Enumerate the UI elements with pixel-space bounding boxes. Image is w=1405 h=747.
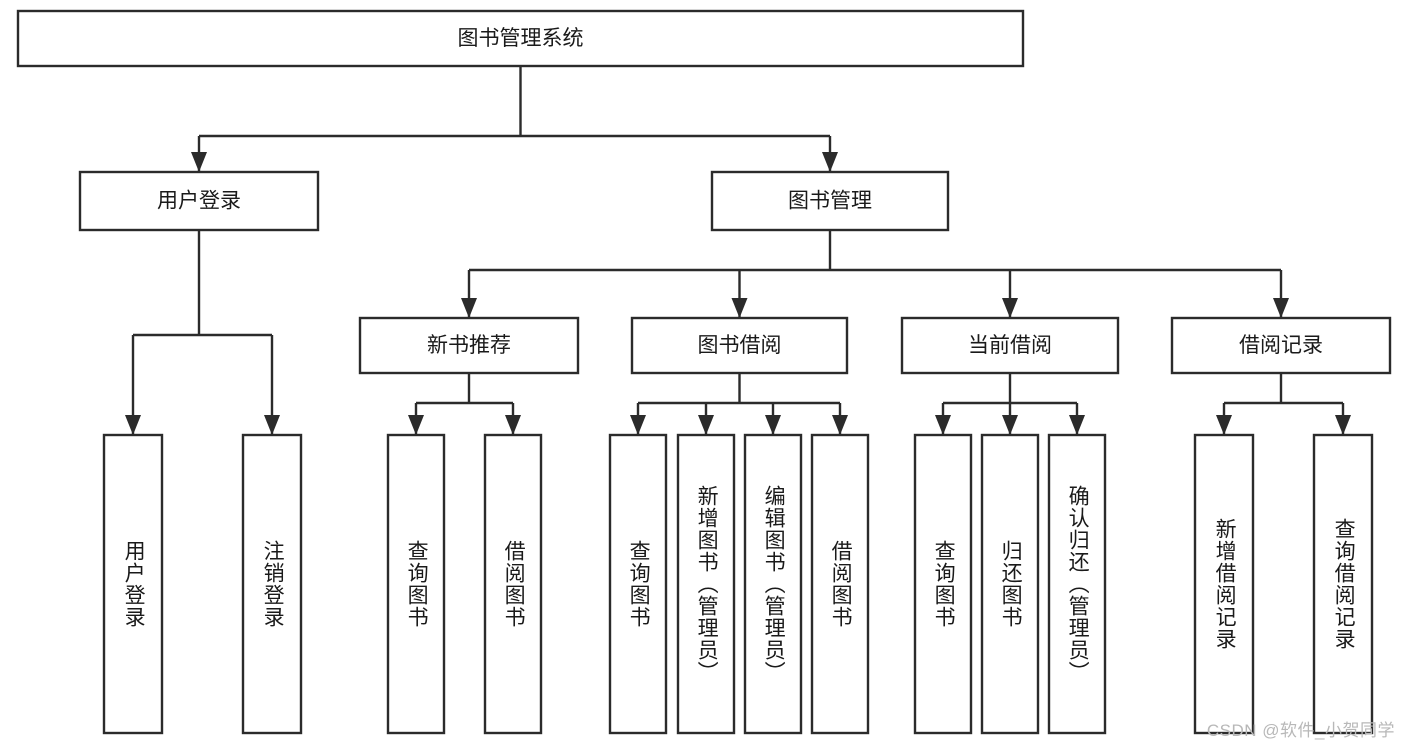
node-level2-label-0: 用户登录 <box>157 190 241 213</box>
node-root-label: 图书管理系统 <box>458 27 584 50</box>
arrow-head-icon <box>461 298 477 318</box>
node-leaf-box-0[interactable] <box>102 433 164 735</box>
node-level3-label-0: 新书推荐 <box>427 334 511 357</box>
arrow-head-icon <box>1002 298 1018 318</box>
node-level3-label-2: 当前借阅 <box>968 334 1052 357</box>
arrow-head-icon <box>765 415 781 435</box>
node-level2-label-1: 图书管理 <box>788 190 872 213</box>
node-leaf-box-9[interactable] <box>980 433 1040 735</box>
node-level3-box-1[interactable] <box>630 316 849 375</box>
arrow-head-icon <box>408 415 424 435</box>
node-leaf-box-4[interactable] <box>608 433 668 735</box>
node-leaf-box-3[interactable] <box>483 433 543 735</box>
node-level2-box-0[interactable] <box>78 170 320 232</box>
arrow-head-icon <box>1069 415 1085 435</box>
arrow-head-icon <box>630 415 646 435</box>
arrow-head-icon <box>822 152 838 172</box>
node-level3-label-3: 借阅记录 <box>1239 334 1323 357</box>
node-leaf-box-1[interactable] <box>241 433 303 735</box>
node-leaf-box-11[interactable] <box>1193 433 1255 735</box>
arrow-head-icon <box>731 298 748 318</box>
node-level3-box-2[interactable] <box>900 316 1120 375</box>
arrow-head-icon <box>1216 415 1232 435</box>
arrow-head-icon <box>125 415 141 435</box>
arrow-head-icon <box>505 415 521 435</box>
node-level3-box-3[interactable] <box>1170 316 1392 375</box>
connector-layer <box>125 66 1351 435</box>
arrow-head-icon <box>1273 298 1289 318</box>
node-root-box[interactable] <box>16 9 1025 68</box>
node-leaf-box-5[interactable] <box>676 433 736 735</box>
node-leaf-box-2[interactable] <box>386 433 446 735</box>
node-leaf-box-12[interactable] <box>1312 433 1374 735</box>
arrow-head-icon <box>191 152 207 172</box>
node-leaf-box-8[interactable] <box>913 433 973 735</box>
arrow-head-icon <box>264 415 280 435</box>
arrow-head-icon <box>832 415 848 435</box>
arrow-head-icon <box>698 415 714 435</box>
arrow-head-icon <box>1002 415 1018 435</box>
node-leaf-box-7[interactable] <box>810 433 870 735</box>
node-leaf-box-10[interactable] <box>1047 433 1107 735</box>
node-level2-box-1[interactable] <box>710 170 950 232</box>
arrow-head-icon <box>1335 415 1351 435</box>
node-leaf-box-6[interactable] <box>743 433 803 735</box>
node-level3-box-0[interactable] <box>358 316 580 375</box>
arrow-head-icon <box>935 415 951 435</box>
node-level3-label-1: 图书借阅 <box>698 334 782 357</box>
watermark-text: CSDN @软件_小贺同学 <box>1206 721 1395 740</box>
node-box-layer <box>16 9 1392 735</box>
